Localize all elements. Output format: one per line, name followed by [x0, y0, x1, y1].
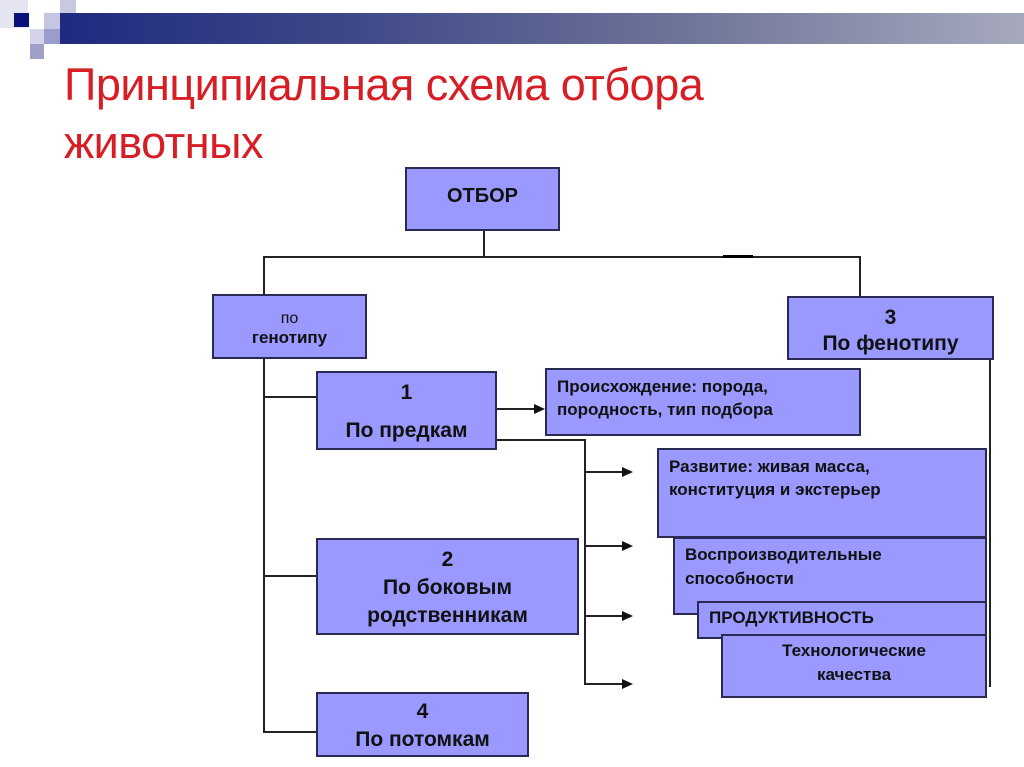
phenotype-box: 3 По фенотипу — [787, 296, 994, 360]
root-box: ОТБОР — [405, 167, 560, 231]
phenotype-spine-left — [584, 439, 586, 684]
criterion-technology: Технологические качества — [721, 634, 987, 698]
spine-to-method-2 — [263, 575, 316, 577]
arrow-head-icon — [622, 611, 633, 621]
slide-title-line-2: животных — [64, 117, 263, 168]
genotype-box: по генотипу — [212, 294, 367, 359]
criterion-development-line-1: Развитие: живая масса, — [669, 457, 870, 476]
method-4-number: 4 — [416, 700, 429, 723]
method-1-branch — [496, 439, 586, 441]
criterion-technology-line-2: качества — [816, 665, 892, 684]
criterion-reproduction-line-2: способности — [685, 569, 794, 588]
genotype-drop — [263, 256, 265, 294]
arrow-to-reproduction — [584, 545, 622, 547]
header-gradient-bar — [60, 13, 1024, 44]
arrow-to-technology — [584, 683, 622, 685]
arrow-head-icon — [534, 404, 545, 414]
root-horizontal — [263, 256, 861, 258]
criterion-productivity-line-1: ПРОДУКТИВНОСТЬ — [709, 608, 874, 627]
phenotype-spine-right — [989, 359, 991, 687]
arrow-head-icon — [622, 541, 633, 551]
method-2-label-line-1: По боковым — [383, 576, 512, 599]
method-4-label: По потомкам — [355, 728, 490, 751]
phenotype-label: По фенотипу — [822, 332, 959, 355]
criterion-reproduction-line-1: Воспроизводительные — [685, 545, 882, 564]
decor-square — [14, 13, 29, 27]
arrow-to-productivity — [584, 615, 622, 617]
method-box-1: 1 По предкам — [316, 371, 497, 450]
decor-square — [44, 29, 60, 44]
arrow-head-icon — [622, 467, 633, 477]
slide-title-line-1: Принципиальная схема отбора — [64, 59, 704, 110]
method-1-number: 1 — [400, 381, 413, 404]
method-2-label-line-2: родственникам — [367, 604, 528, 627]
phenotype-number: 3 — [884, 306, 897, 329]
criterion-origin: Происхождение: порода, породность, тип п… — [545, 368, 861, 436]
root-horizontal-mark — [723, 255, 753, 258]
method-box-2: 2 По боковым родственникам — [316, 538, 579, 635]
slide-title: Принципиальная схема отбора животных — [64, 56, 704, 172]
spine-to-method-4 — [263, 731, 316, 733]
genotype-line-1: по — [280, 310, 299, 327]
root-label: ОТБОР — [446, 185, 519, 207]
criterion-origin-line-1: Происхождение: порода, — [557, 377, 768, 396]
method-1-label: По предкам — [345, 419, 468, 442]
genotype-spine — [263, 358, 265, 733]
criterion-origin-line-2: породность, тип подбора — [557, 400, 773, 419]
criterion-development-line-2: конституция и экстерьер — [669, 480, 881, 499]
decor-square — [30, 44, 44, 59]
phenotype-drop — [859, 256, 861, 296]
arrow-head-icon — [622, 679, 633, 689]
method-1-to-origin — [496, 408, 534, 410]
criterion-development: Развитие: живая масса, конституция и экс… — [657, 448, 987, 538]
spine-to-method-1 — [263, 396, 316, 398]
arrow-to-development — [584, 471, 622, 473]
genotype-line-2: генотипу — [251, 328, 328, 347]
root-stem — [483, 230, 485, 257]
criterion-technology-line-1: Технологические — [782, 641, 926, 660]
method-2-number: 2 — [441, 548, 454, 571]
method-box-4: 4 По потомкам — [316, 692, 529, 757]
